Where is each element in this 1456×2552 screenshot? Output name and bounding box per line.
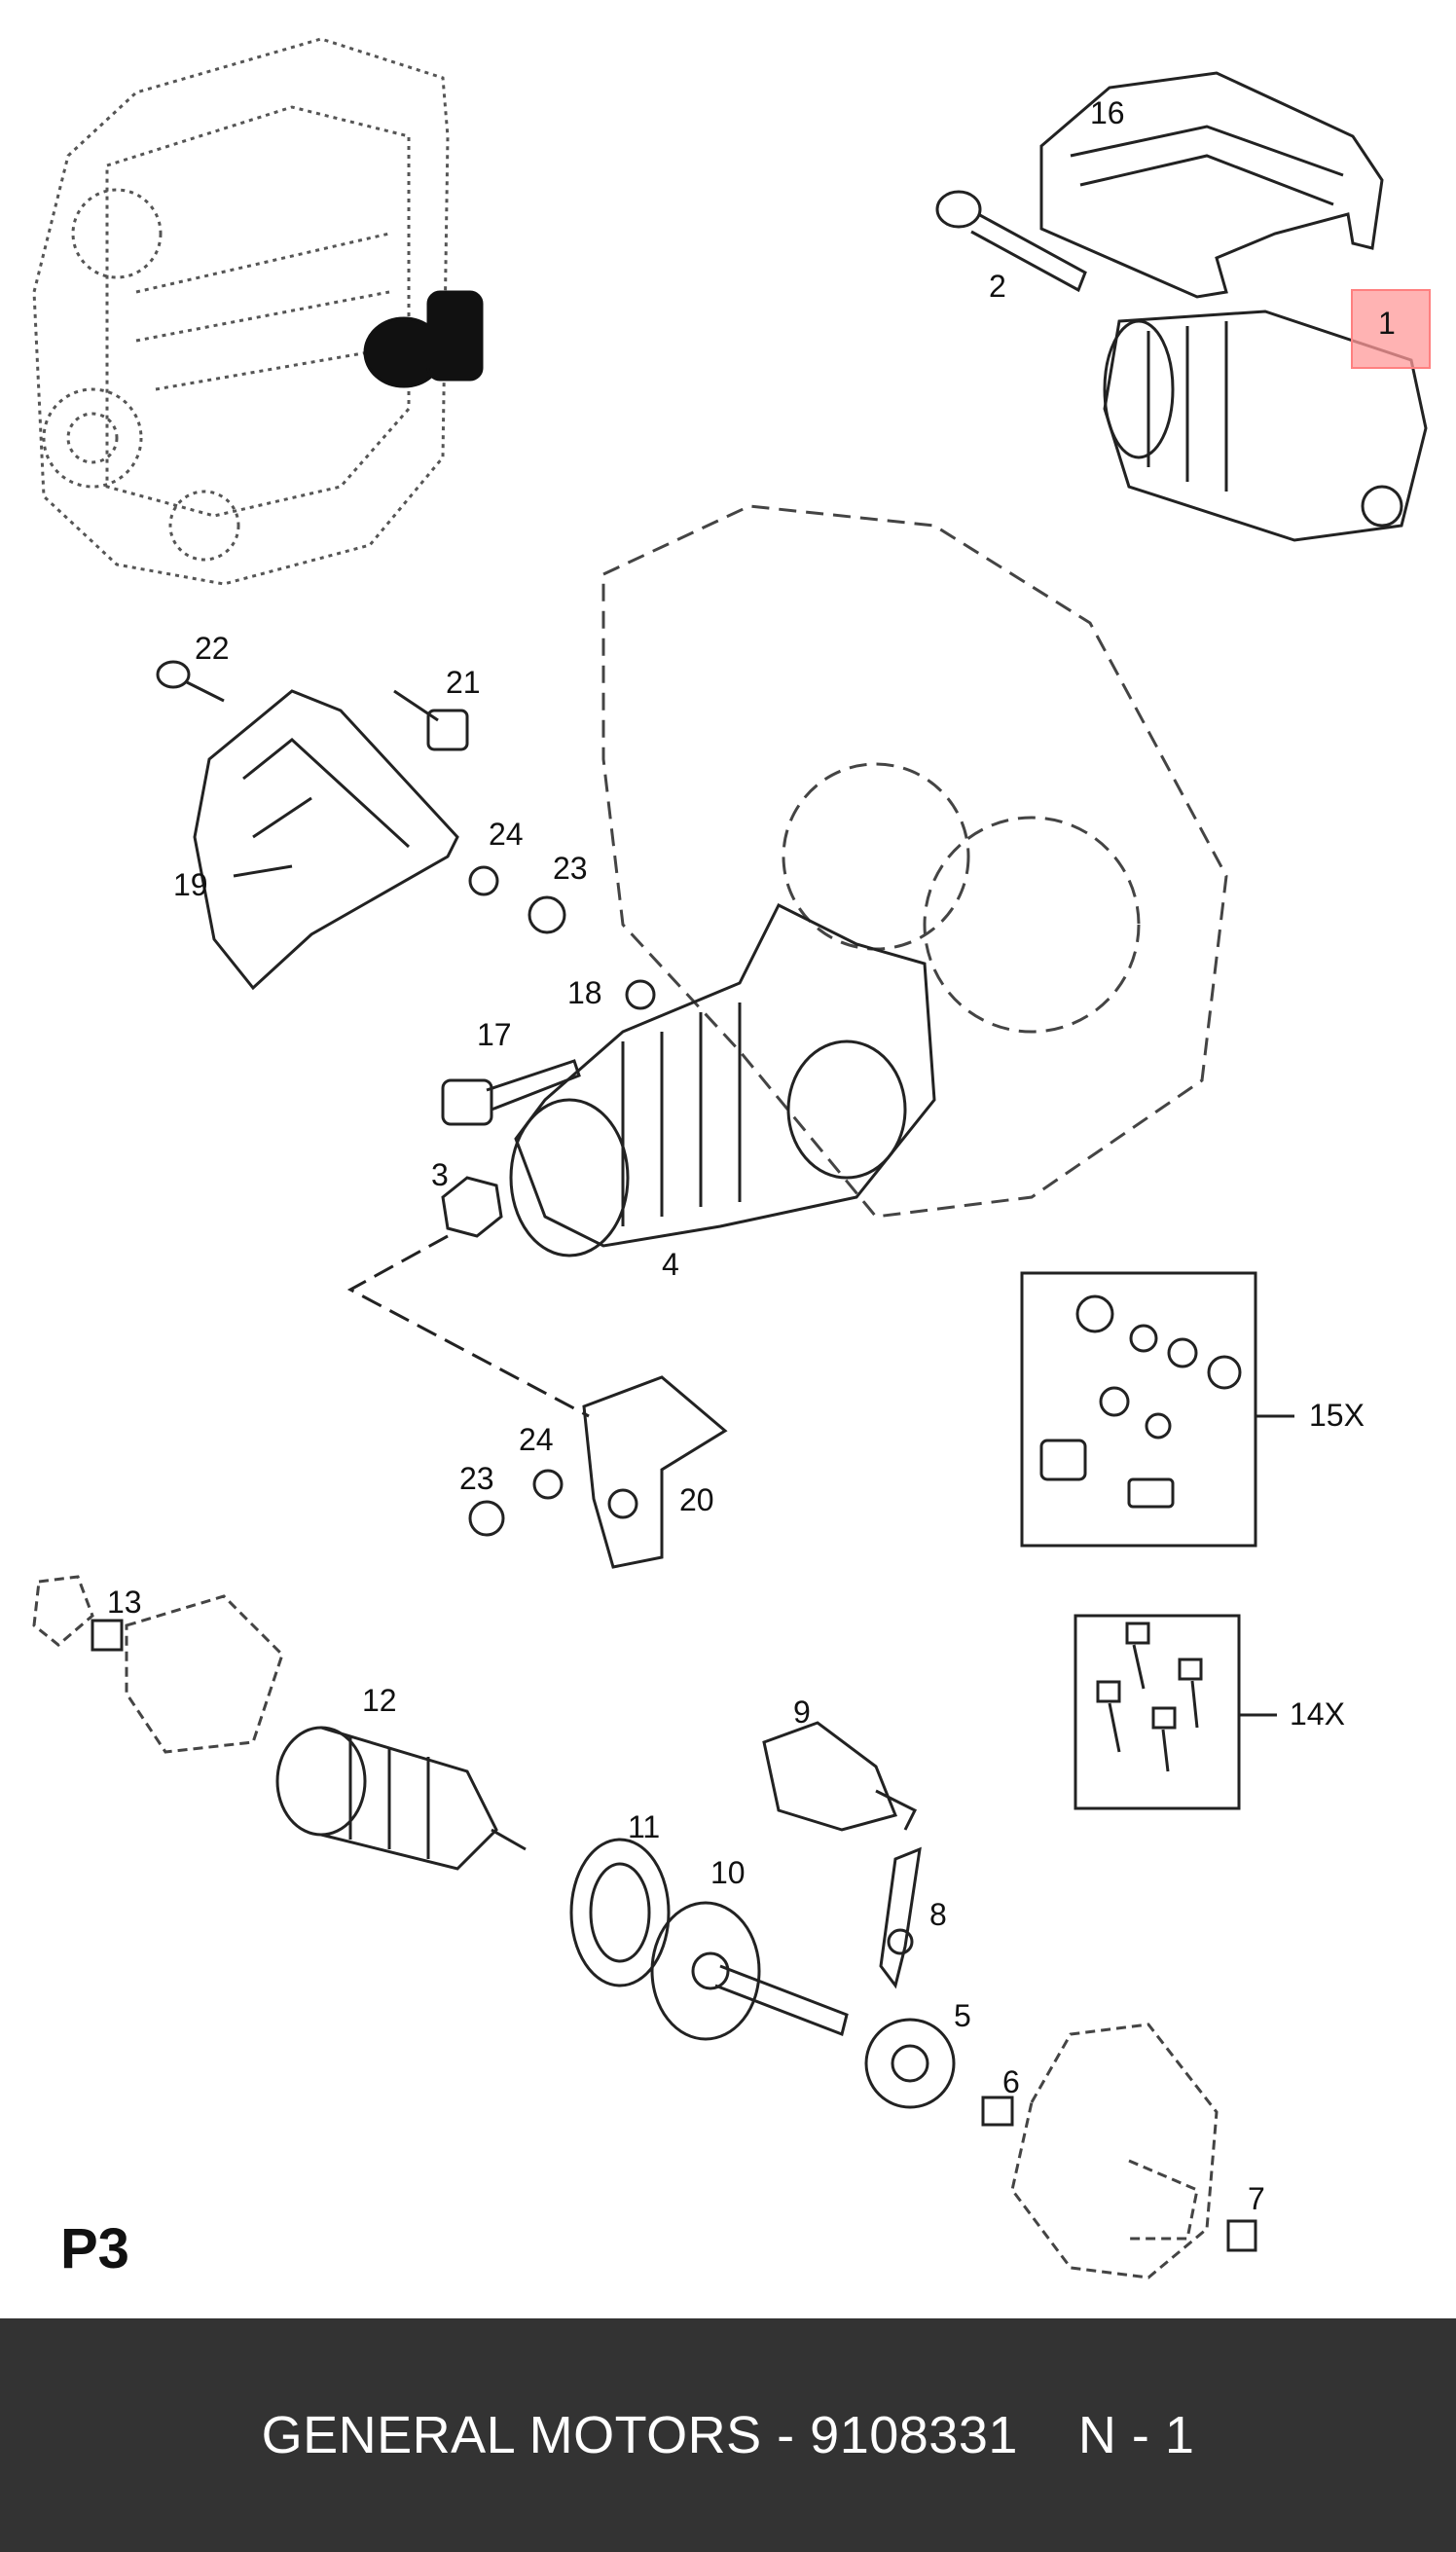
callout-10: 10 xyxy=(710,1855,746,1890)
field-housing-part-11 xyxy=(569,1838,671,1987)
engine-block-illustration xyxy=(32,37,450,586)
callout-4: 4 xyxy=(662,1247,679,1282)
solenoid-part-9 xyxy=(762,1721,918,1832)
nut-part-23 xyxy=(528,895,566,934)
callout-20: 20 xyxy=(679,1482,714,1517)
kit-14x-brushes xyxy=(1096,1622,1203,1772)
part-1-highlight-box xyxy=(1351,289,1431,369)
callout-23b: 23 xyxy=(459,1461,494,1496)
starter-location-highlight xyxy=(363,290,484,388)
nut-part-23-lower xyxy=(468,1500,505,1537)
callout-12: 12 xyxy=(362,1683,397,1718)
kit-box-14x xyxy=(1074,1614,1241,1810)
armature-part-12 xyxy=(275,1726,527,1871)
kit-box-15x xyxy=(1020,1271,1257,1548)
callout-13: 13 xyxy=(107,1585,142,1620)
callout-17: 17 xyxy=(477,1017,512,1052)
bushing-part-7 xyxy=(1226,2219,1257,2252)
washer-part-24 xyxy=(468,865,499,896)
washer-part-18 xyxy=(625,979,656,1010)
heat-shield-part xyxy=(1039,71,1384,299)
bracket-part-19 xyxy=(193,689,459,991)
bolt-part-2 xyxy=(935,190,1087,293)
end-cover-part-13 xyxy=(32,1575,284,1754)
callout-24b: 24 xyxy=(519,1422,554,1457)
bolt-part-22 xyxy=(156,660,225,703)
callout-24a: 24 xyxy=(489,817,524,852)
callout-1: 1 xyxy=(1378,306,1396,341)
page-code: P3 xyxy=(60,2217,129,2280)
starter-motor-part-4 xyxy=(509,902,936,1258)
footer-part-number: GENERAL MOTORS - 9108331 N - 1 xyxy=(261,2406,1195,2464)
callout-6: 6 xyxy=(1002,2064,1020,2099)
callout-7: 7 xyxy=(1248,2181,1265,2216)
bracket-part-20 xyxy=(582,1375,728,1569)
kit-15x-small-parts xyxy=(1039,1294,1242,1509)
callout-2: 2 xyxy=(989,269,1006,304)
callout-15x: 15X xyxy=(1309,1398,1365,1433)
lever-part-8 xyxy=(879,1846,922,1989)
bolt-part-21 xyxy=(393,689,469,751)
assembly-leader-line xyxy=(346,1234,590,1418)
nut-part-3 xyxy=(441,1176,503,1238)
callout-3: 3 xyxy=(431,1157,449,1192)
bell-housing-outline xyxy=(601,504,1228,1219)
starter-parts-diagram: 1 2 16 22 21 19 24 23 18 17 3 4 15X 24 2… xyxy=(32,37,1431,2280)
callout-11: 11 xyxy=(628,1809,660,1844)
nose-housing-part xyxy=(1010,2023,1219,2279)
callout-14x: 14X xyxy=(1290,1696,1345,1732)
pinion-part-5 xyxy=(864,2018,956,2109)
bushing-part-13 xyxy=(91,1619,124,1652)
callout-9: 9 xyxy=(793,1695,811,1730)
callout-5: 5 xyxy=(954,1998,971,2033)
starter-motor-assembly xyxy=(1103,310,1428,542)
callout-22: 22 xyxy=(195,631,230,666)
callout-19: 19 xyxy=(173,867,208,902)
bushing-part-6 xyxy=(981,2096,1014,2127)
washer-part-24-lower xyxy=(532,1469,564,1500)
callout-18: 18 xyxy=(567,975,602,1010)
callout-8: 8 xyxy=(929,1897,947,1932)
callout-labels: 1 2 16 22 21 19 24 23 18 17 3 4 15X 24 2… xyxy=(60,95,1396,2280)
drive-end-part-10 xyxy=(650,1901,849,2041)
callout-21: 21 xyxy=(446,665,481,700)
callout-23a: 23 xyxy=(553,851,588,886)
bolt-part-17 xyxy=(441,1059,581,1126)
footer-bar: GENERAL MOTORS - 9108331 N - 1 xyxy=(0,2318,1456,2552)
callout-16: 16 xyxy=(1090,95,1125,130)
